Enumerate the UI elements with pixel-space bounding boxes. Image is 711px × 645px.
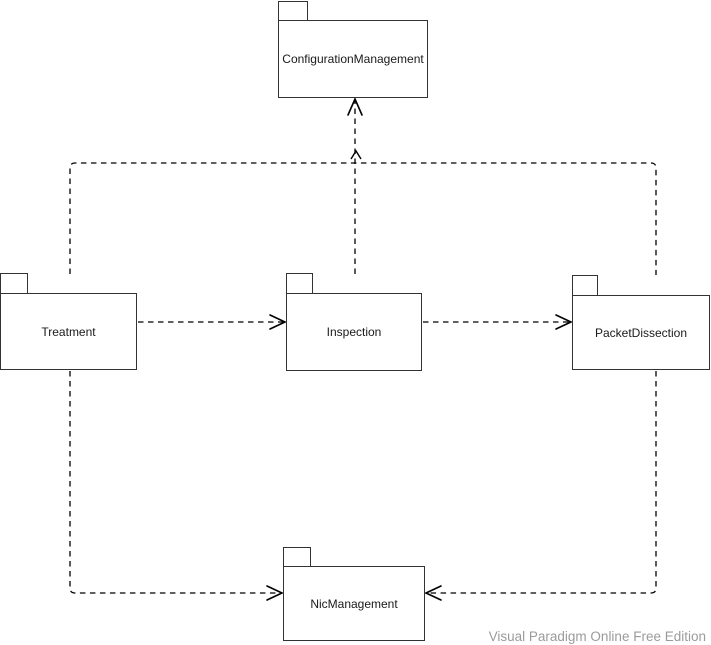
package-nicmanagement[interactable]: NicManagement [283, 547, 425, 641]
connector-treatment-to-nicmanagement[interactable] [69, 371, 280, 594]
package-inspection-label: Inspection [326, 325, 382, 339]
arrowhead-into-inspection [269, 314, 287, 330]
package-packetdissection-label: PacketDissection [594, 325, 688, 340]
connector-packetdissection-to-nicmanagement[interactable] [428, 371, 657, 594]
package-configurationmanagement-body: ConfigurationManagement [278, 20, 428, 98]
package-nicmanagement-body: NicManagement [283, 566, 425, 641]
package-configurationmanagement[interactable]: ConfigurationManagement [278, 1, 428, 98]
package-inspection-tab [286, 273, 313, 294]
package-configurationmanagement-tab [278, 1, 308, 21]
visual-paradigm-watermark: Visual Paradigm Online Free Edition [488, 629, 706, 644]
arrowhead-into-configurationmanagement [347, 97, 363, 116]
package-packetdissection[interactable]: PacketDissection [572, 275, 710, 370]
package-nicmanagement-tab [283, 547, 311, 567]
arrowhead-into-packetdissection [555, 314, 573, 330]
package-nicmanagement-label: NicManagement [310, 596, 398, 611]
package-packetdissection-body: PacketDissection [572, 295, 710, 370]
arrowhead-into-nicmanagement-left [266, 585, 284, 601]
package-treatment-tab [0, 273, 28, 294]
line-jump-caret [350, 149, 362, 160]
connector-treatment-packetdissection-to-configurationmanagement[interactable] [69, 162, 657, 275]
package-inspection[interactable]: Inspection [286, 273, 422, 371]
package-packetdissection-tab [572, 275, 598, 296]
package-configurationmanagement-label: ConfigurationManagement [282, 52, 424, 66]
package-inspection-body: Inspection [286, 293, 422, 371]
package-treatment-body: Treatment [0, 293, 137, 370]
arrowhead-into-nicmanagement-right [424, 585, 442, 601]
package-treatment-label: Treatment [41, 324, 96, 339]
package-treatment[interactable]: Treatment [0, 273, 137, 370]
